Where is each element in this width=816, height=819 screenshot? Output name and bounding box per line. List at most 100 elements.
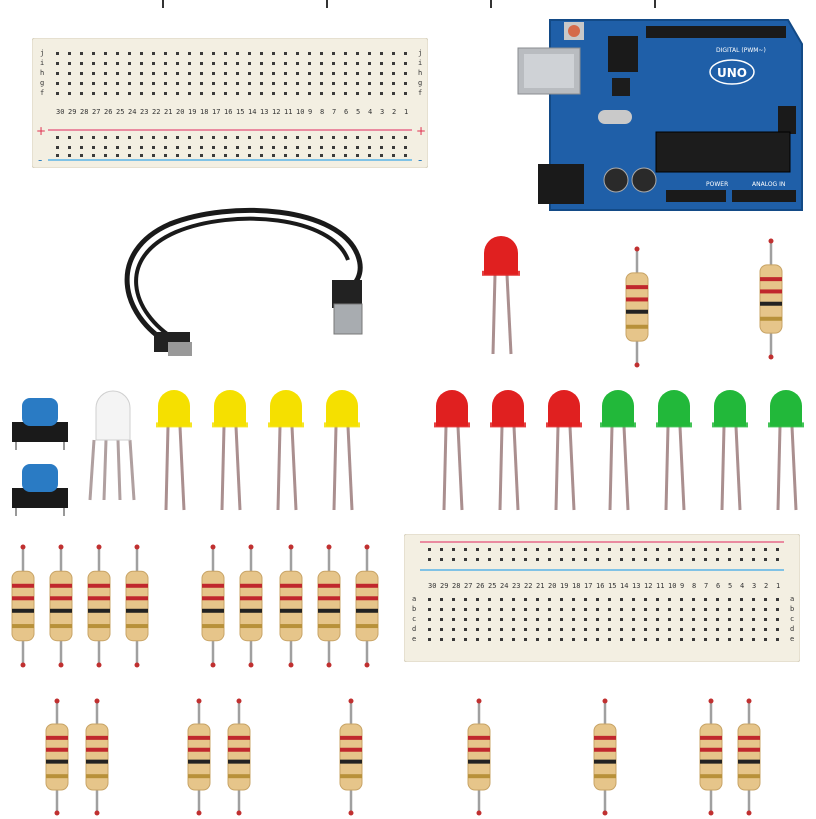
- breadboard-hole: [296, 154, 299, 157]
- breadboard-column-number: 21: [536, 582, 544, 590]
- breadboard-row-letter: d: [790, 625, 794, 633]
- breadboard-hole: [764, 618, 767, 621]
- breadboard-hole: [356, 72, 359, 75]
- breadboard-hole: [248, 92, 251, 95]
- breadboard-hole: [716, 548, 719, 551]
- breadboard-hole: [236, 72, 239, 75]
- breadboard-hole: [584, 548, 587, 551]
- breadboard-hole: [284, 72, 287, 75]
- breadboard-hole: [680, 548, 683, 551]
- breadboard-hole: [740, 608, 743, 611]
- breadboard-hole: [164, 92, 167, 95]
- breadboard-hole: [80, 146, 83, 149]
- breadboard-hole: [104, 82, 107, 85]
- breadboard-hole: [152, 52, 155, 55]
- breadboard-hole: [560, 608, 563, 611]
- breadboard-row-letter: f: [40, 89, 44, 97]
- breadboard-hole: [344, 62, 347, 65]
- breadboard-column-number: 4: [740, 582, 744, 590]
- breadboard-hole: [608, 598, 611, 601]
- breadboard-hole: [440, 618, 443, 621]
- breadboard-hole: [764, 598, 767, 601]
- breadboard-hole: [560, 628, 563, 631]
- breadboard-hole: [704, 628, 707, 631]
- breadboard-hole: [80, 154, 83, 157]
- breadboard-column-number: 19: [188, 108, 196, 116]
- breadboard-hole: [320, 52, 323, 55]
- breadboard-hole: [404, 72, 407, 75]
- breadboard-hole: [500, 598, 503, 601]
- breadboard-hole: [500, 558, 503, 561]
- breadboard-hole: [248, 136, 251, 139]
- breadboard-column-number: 11: [284, 108, 292, 116]
- breadboard-column-number: 25: [116, 108, 124, 116]
- breadboard-column-number: 27: [92, 108, 100, 116]
- breadboard-column-number: 20: [548, 582, 556, 590]
- breadboard-hole: [704, 618, 707, 621]
- breadboard-hole: [260, 62, 263, 65]
- breadboard-hole: [404, 136, 407, 139]
- breadboard-column-number: 19: [560, 582, 568, 590]
- breadboard-hole: [680, 558, 683, 561]
- breadboard-column-number: 26: [104, 108, 112, 116]
- breadboard-hole: [548, 618, 551, 621]
- breadboard-hole: [392, 72, 395, 75]
- breadboard-hole: [536, 558, 539, 561]
- breadboard-hole: [92, 92, 95, 95]
- breadboard-hole: [392, 154, 395, 157]
- breadboard-hole: [92, 136, 95, 139]
- breadboard-hole: [188, 92, 191, 95]
- breadboard-column-number: 28: [80, 108, 88, 116]
- breadboard-hole: [680, 628, 683, 631]
- breadboard-hole: [236, 92, 239, 95]
- breadboard-hole: [368, 52, 371, 55]
- breadboard-hole: [68, 92, 71, 95]
- resistor: [759, 238, 783, 360]
- breadboard-hole: [752, 628, 755, 631]
- breadboard-hole: [200, 52, 203, 55]
- resistor: [85, 698, 109, 816]
- breadboard-hole: [164, 146, 167, 149]
- breadboard-row-letter: j: [418, 49, 422, 57]
- breadboard-hole: [488, 608, 491, 611]
- breadboard-hole: [128, 136, 131, 139]
- breadboard-hole: [368, 146, 371, 149]
- breadboard-hole: [608, 548, 611, 551]
- breadboard-hole: [740, 598, 743, 601]
- breadboard-hole: [80, 136, 83, 139]
- breadboard-hole: [236, 62, 239, 65]
- breadboard-hole: [188, 52, 191, 55]
- breadboard-hole: [236, 146, 239, 149]
- breadboard-hole: [176, 72, 179, 75]
- breadboard-column-number: 23: [512, 582, 520, 590]
- breadboard-hole: [164, 82, 167, 85]
- breadboard-hole: [296, 136, 299, 139]
- breadboard-hole: [404, 82, 407, 85]
- breadboard-hole: [404, 146, 407, 149]
- breadboard-hole: [548, 608, 551, 611]
- breadboard-hole: [596, 548, 599, 551]
- breadboard-hole: [632, 638, 635, 641]
- breadboard-column-number: 14: [620, 582, 628, 590]
- breadboard-hole: [500, 618, 503, 621]
- breadboard-hole: [776, 608, 779, 611]
- breadboard-hole: [164, 52, 167, 55]
- breadboard-hole: [572, 598, 575, 601]
- uno-logo-text: UNO: [717, 66, 747, 80]
- breadboard-hole: [752, 618, 755, 621]
- breadboard-hole: [224, 154, 227, 157]
- breadboard-hole: [452, 618, 455, 621]
- resistor: [11, 544, 35, 668]
- breadboard-hole: [332, 92, 335, 95]
- green-led: [600, 390, 636, 511]
- breadboard-hole: [212, 146, 215, 149]
- breadboard-hole: [380, 146, 383, 149]
- breadboard-hole: [56, 82, 59, 85]
- breadboard-hole: [656, 628, 659, 631]
- breadboard-hole: [308, 52, 311, 55]
- breadboard-column-number: 6: [344, 108, 348, 116]
- breadboard-hole: [524, 598, 527, 601]
- breadboard-hole: [668, 638, 671, 641]
- breadboard-column-number: 5: [356, 108, 360, 116]
- breadboard-hole: [188, 136, 191, 139]
